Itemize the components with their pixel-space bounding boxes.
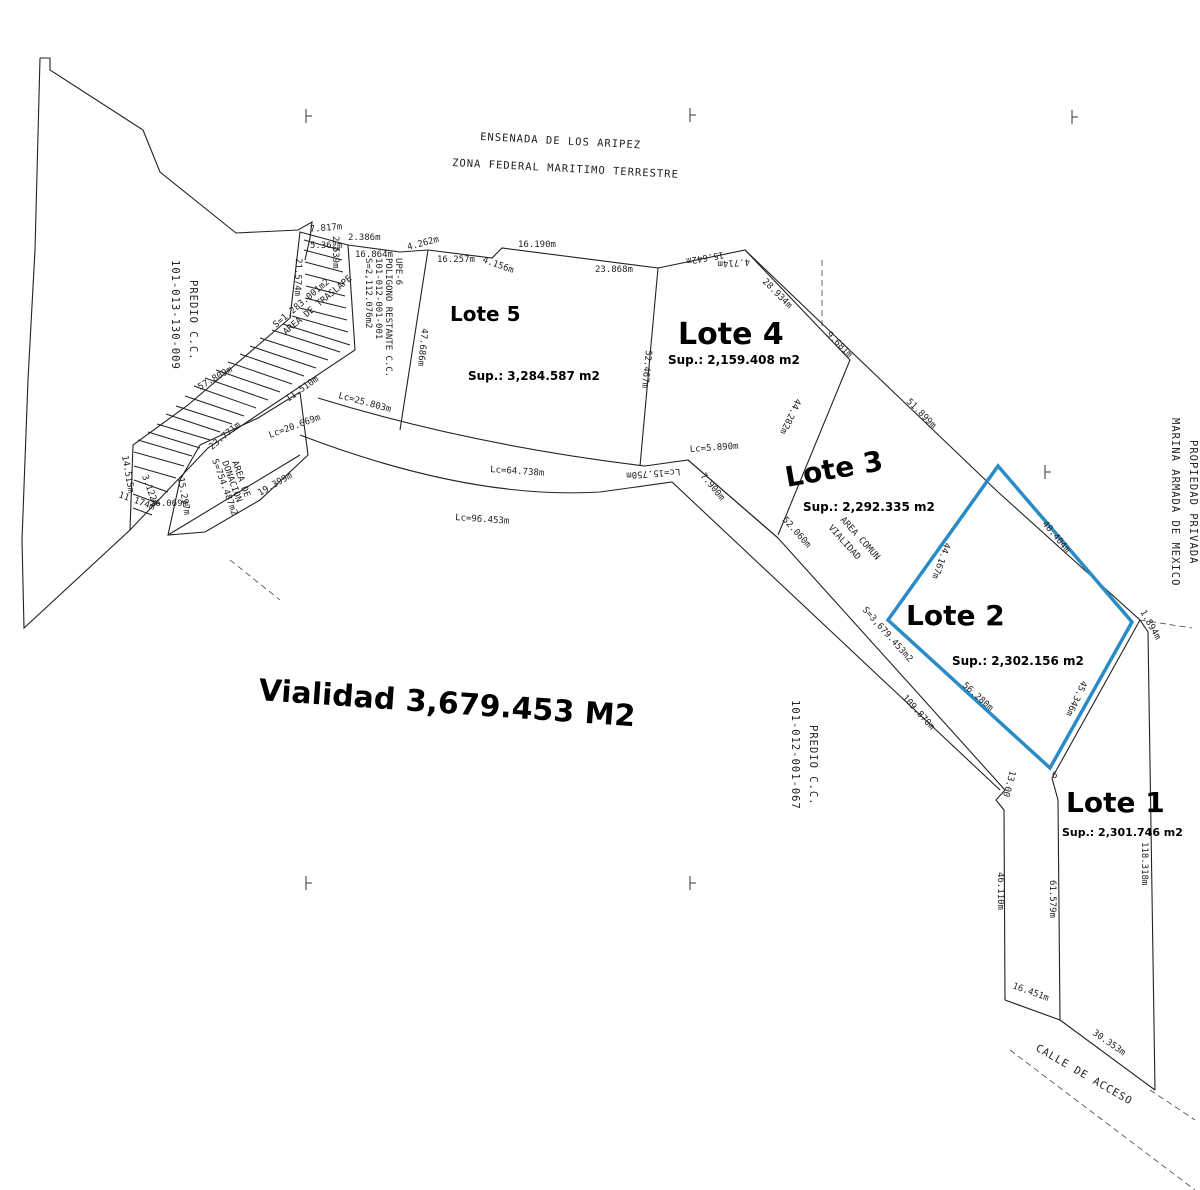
dim-19399: 19.399m: [257, 471, 295, 499]
lote1-outline: [1004, 619, 1156, 1091]
dim-6: 6: [1052, 771, 1057, 781]
south-predio-id: 101-012-001-067: [789, 700, 801, 810]
dim-30353: 30.353m: [1090, 1028, 1127, 1058]
poligono-label-3: 101-012-001-001: [373, 258, 383, 339]
dim-23868: 23.868m: [595, 265, 633, 275]
dim-lc20669: Lc=20.669m: [268, 413, 322, 441]
lote5-area: Sup.: 3,284.587 m2: [468, 369, 600, 383]
dim-9681: 9.681m: [824, 330, 854, 360]
dim-4714: 4.714m: [717, 256, 750, 268]
lote4-area: Sup.: 2,159.408 m2: [668, 353, 800, 367]
lote4-outline: [657, 249, 851, 539]
dim-16190: 16.190m: [518, 240, 556, 250]
poligono-area: S=2,112.076m2: [363, 258, 373, 328]
dim-56280: 56.280m: [960, 681, 995, 714]
dim-48404: 48.404m: [1040, 520, 1072, 555]
lote3-name: Lote 3: [782, 444, 885, 494]
west-boundary: [21, 57, 313, 630]
east-owner-label: PROPIEDAD PRIVADA: [1187, 440, 1199, 564]
dim-4156: 4.156m: [481, 255, 515, 276]
west-predio-label: PREDIO C.C.: [187, 280, 199, 361]
dim-lc96453: Lc=96.453m: [455, 513, 510, 527]
dim-28934: 28.934m: [760, 277, 794, 311]
donacion-area: [167, 391, 309, 536]
dim-16451: 16.451m: [1011, 981, 1050, 1003]
east-boundary: [997, 491, 1156, 1091]
dim-21574: 21.574m: [292, 258, 303, 296]
poligono-label-2: POLIGONO RESTANTE C.C.: [383, 258, 393, 377]
lote2-highlight: [885, 463, 1135, 771]
dim-1300: 13.00: [1000, 769, 1017, 798]
dim-26069: 26.069m: [150, 499, 188, 509]
dim-5362: 5.362m: [310, 241, 343, 251]
west-predio-id: 101-013-130-009: [169, 260, 181, 370]
dim-14515: 14.515m: [119, 455, 135, 494]
lote3-outline: [744, 249, 999, 493]
lote1-area: Sup.: 2,301.746 m2: [1062, 826, 1183, 839]
dim-23771: 23.771m: [208, 420, 243, 452]
dim-16257: 16.257m: [437, 255, 475, 265]
grid-ticks: [305, 108, 1078, 890]
dim-lc64738: Lc=64.738m: [490, 465, 545, 479]
dim-16864: 16.864m: [355, 250, 393, 260]
lote3-area: Sup.: 2,292.335 m2: [803, 500, 935, 514]
dim-44282: 44.282m: [777, 397, 802, 436]
dim-52467: 52.467m: [639, 350, 653, 389]
lote2-name: Lote 2: [906, 599, 1005, 632]
south-predio-label: PREDIO C.C.: [807, 725, 819, 806]
dim-15297: 15.297m: [175, 477, 191, 516]
vialidad-label: Vialidad 3,679.453 M2: [257, 673, 636, 734]
lote5-name: Lote 5: [450, 302, 521, 326]
dim-118318: 118.318m: [1139, 842, 1149, 885]
header-line1: ENSENADA DE LOS ARIPEZ: [480, 131, 641, 151]
header-line2: ZONA FEDERAL MARITIMO TERRESTRE: [452, 157, 679, 181]
dim-7817: 7.817m: [309, 222, 342, 235]
dim-2539: 2.539m: [330, 236, 340, 269]
lote2-area: Sup.: 2,302.156 m2: [952, 654, 1084, 668]
lote4-name: Lote 4: [678, 317, 784, 352]
dim-47686: 47.686m: [415, 328, 429, 367]
lote1-name: Lote 1: [1066, 786, 1165, 819]
dim-51899: 51.899m: [904, 397, 938, 431]
dim-lc5890: Lc=5.890m: [690, 442, 739, 455]
dim-46110: 46.110m: [995, 872, 1005, 910]
dim-2386: 2.386m: [348, 233, 381, 243]
dim-109870: 109.870m: [900, 693, 936, 732]
dim-1894: 1.894m: [1137, 609, 1162, 642]
dim-11510: 11.510m: [284, 375, 321, 405]
dimension-labels: 2.386m 16.864m 4.262m 16.257m 4.156m 16.…: [117, 222, 1162, 1058]
east-owner-name: MARINA ARMADA DE MEXICO: [1169, 418, 1181, 586]
dim-61579: 61.579m: [1047, 880, 1057, 918]
dim-57809: 57.809m: [197, 365, 235, 393]
dim-45346: 45.346m: [1063, 679, 1088, 718]
dim-lc15750: Lc=15.750m: [626, 466, 681, 480]
traslape-area: [129, 231, 356, 532]
dim-7900: 7.900m: [698, 472, 727, 503]
poligono-label-1: UPE-6: [393, 258, 403, 285]
lote5-outline: [399, 247, 659, 467]
